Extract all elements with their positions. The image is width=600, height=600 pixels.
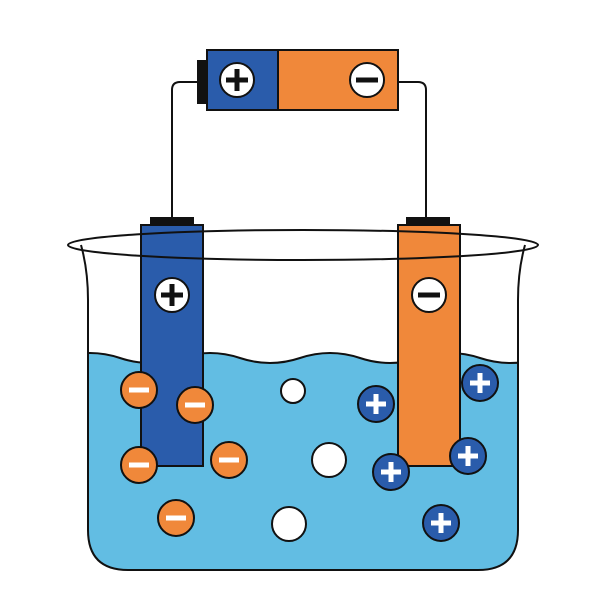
wire-right <box>398 81 427 218</box>
cathode-terminal <box>406 217 450 226</box>
anode-terminal <box>150 217 194 226</box>
anode-plus-icon <box>154 277 190 313</box>
cation-icon <box>422 504 460 542</box>
anode-plate <box>140 224 204 467</box>
neutral-molecule-icon <box>271 506 307 542</box>
anion-icon <box>210 441 248 479</box>
neutral-molecule-icon <box>311 442 347 478</box>
cathode-electrode <box>397 217 461 467</box>
anion-icon <box>120 446 158 484</box>
cathode-minus-icon <box>411 277 447 313</box>
cathode-plate <box>397 224 461 467</box>
beaker <box>67 229 539 571</box>
neutral-molecule-icon <box>280 378 306 404</box>
cation-icon <box>372 453 410 491</box>
anion-icon <box>157 499 195 537</box>
beaker-wall <box>80 244 526 571</box>
battery-plus-icon <box>219 62 255 98</box>
wire-left <box>171 81 207 218</box>
battery <box>197 49 399 111</box>
cation-icon <box>357 385 395 423</box>
cation-icon <box>461 364 499 402</box>
anode-electrode <box>140 217 204 467</box>
anion-icon <box>176 386 214 424</box>
particles-layer <box>120 364 499 542</box>
wire-circuit <box>171 81 427 218</box>
anion-icon <box>120 371 158 409</box>
battery-terminal-cap <box>197 60 207 104</box>
cation-icon <box>449 437 487 475</box>
battery-minus-icon <box>349 62 385 98</box>
beaker-rim <box>67 229 539 261</box>
